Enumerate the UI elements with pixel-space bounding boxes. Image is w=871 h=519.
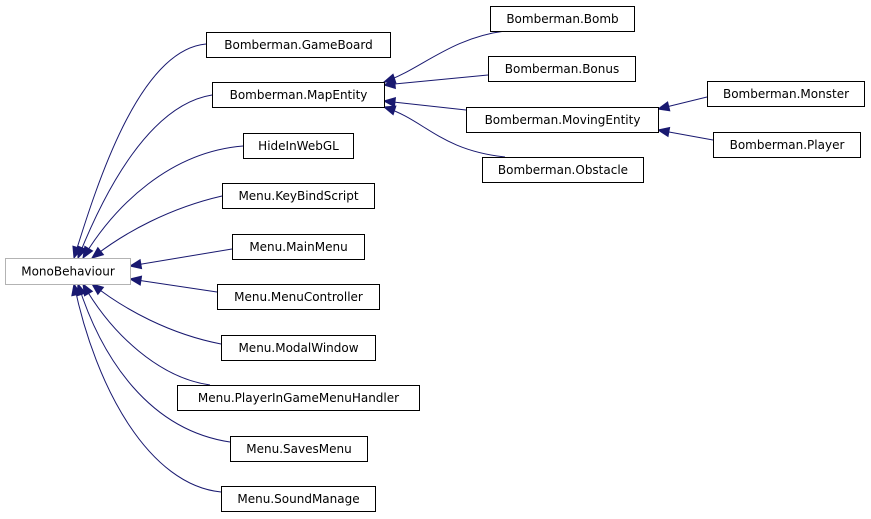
edge-Obstacle-to-MapEntity: [382, 105, 506, 158]
class-node-Bonus[interactable]: Bomberman.Bonus: [488, 56, 636, 82]
node-box: [212, 82, 385, 108]
edge-MainMenu-to-MonoBehaviour: [128, 248, 233, 270]
node-label: Bomberman.MapEntity: [230, 88, 368, 102]
arrow-head-icon: [82, 245, 94, 260]
edge-SoundManage-to-MonoBehaviour: [71, 282, 222, 493]
node-box: [5, 258, 131, 285]
node-box: [222, 183, 375, 209]
node-box: [490, 6, 635, 32]
arrow-head-icon: [382, 105, 397, 116]
edge-line: [129, 278, 218, 293]
node-box: [488, 56, 636, 82]
edge-line: [77, 94, 213, 259]
class-node-ModalWindow[interactable]: Menu.ModalWindow: [221, 335, 376, 361]
edge-line: [73, 43, 207, 259]
edge-Bonus-to-MapEntity: [382, 74, 489, 90]
node-label: Menu.PlayerInGameMenuHandler: [198, 391, 399, 405]
node-label: HideInWebGL: [258, 139, 339, 153]
edge-Player-to-MovingEntity: [656, 126, 714, 141]
node-box: [232, 234, 365, 260]
class-node-Bomb[interactable]: Bomberman.Bomb: [490, 6, 635, 32]
edge-ModalWindow-to-MonoBehaviour: [90, 283, 222, 345]
node-label: Bomberman.GameBoard: [224, 38, 372, 52]
class-node-GameBoard[interactable]: Bomberman.GameBoard: [206, 32, 391, 58]
node-label: Menu.SavesMenu: [246, 442, 351, 456]
arrow-head-icon: [90, 283, 105, 296]
class-node-MenuController[interactable]: Menu.MenuController: [217, 284, 380, 310]
node-label: Bomberman.Player: [730, 138, 845, 152]
edge-MovingEntity-to-MapEntity: [382, 97, 467, 111]
node-label: MonoBehaviour: [21, 265, 115, 279]
edge-PlayerInGameMenuHandler-to-MonoBehaviour: [82, 282, 211, 386]
node-box: [177, 385, 420, 411]
class-node-KeyBindScript[interactable]: Menu.KeyBindScript: [222, 183, 375, 209]
edge-MenuController-to-MonoBehaviour: [128, 275, 218, 293]
arrow-head-icon: [128, 275, 143, 286]
edge-line: [73, 283, 222, 493]
node-box: [707, 81, 865, 107]
arrow-head-icon: [90, 246, 105, 259]
arrow-head-icon: [382, 97, 397, 108]
class-node-MapEntity[interactable]: Bomberman.MapEntity: [212, 82, 385, 108]
class-node-MonoBehaviour[interactable]: MonoBehaviour: [5, 258, 131, 285]
node-label: Menu.SoundManage: [237, 492, 359, 506]
node-box: [221, 486, 376, 512]
node-box: [230, 436, 368, 462]
node-label: Menu.KeyBindScript: [238, 189, 358, 203]
node-box: [221, 335, 376, 361]
class-node-SoundManage[interactable]: Menu.SoundManage: [221, 486, 376, 512]
edge-line: [82, 145, 244, 259]
arrow-head-icon: [656, 101, 671, 112]
edge-line: [129, 248, 233, 267]
node-box: [482, 157, 644, 183]
node-box: [466, 107, 659, 133]
edge-line: [91, 283, 222, 345]
node-label: Bomberman.Bonus: [505, 62, 620, 76]
node-label: Bomberman.Monster: [723, 87, 849, 101]
arrow-head-icon: [128, 258, 143, 270]
edge-HideInWebGL-to-MonoBehaviour: [82, 145, 244, 260]
class-node-MainMenu[interactable]: Menu.MainMenu: [232, 234, 365, 260]
class-node-Monster[interactable]: Bomberman.Monster: [707, 81, 865, 107]
class-node-MovingEntity[interactable]: Bomberman.MovingEntity: [466, 107, 659, 133]
node-label: Bomberman.Obstacle: [498, 163, 628, 177]
arrow-head-icon: [382, 78, 396, 90]
edges-layer: [71, 30, 714, 493]
node-box: [243, 133, 354, 159]
class-node-Obstacle[interactable]: Bomberman.Obstacle: [482, 157, 644, 183]
edge-SavesMenu-to-MonoBehaviour: [76, 282, 231, 443]
edge-KeyBindScript-to-MonoBehaviour: [90, 195, 223, 259]
node-label: Bomberman.MovingEntity: [485, 113, 641, 127]
edge-line: [77, 283, 231, 443]
node-label: Bomberman.Bomb: [506, 12, 618, 26]
edge-line: [383, 30, 506, 83]
edge-GameBoard-to-MonoBehaviour: [72, 43, 207, 260]
class-node-HideInWebGL[interactable]: HideInWebGL: [243, 133, 354, 159]
edge-line: [383, 106, 506, 158]
node-box: [217, 284, 380, 310]
arrow-head-icon: [71, 282, 82, 297]
class-node-PlayerInGameMenuHandler[interactable]: Menu.PlayerInGameMenuHandler: [177, 385, 420, 411]
edge-line: [383, 100, 467, 111]
edge-Monster-to-MovingEntity: [656, 96, 708, 112]
node-label: Menu.ModalWindow: [238, 341, 358, 355]
node-box: [713, 132, 861, 158]
class-node-SavesMenu[interactable]: Menu.SavesMenu: [230, 436, 368, 462]
edge-MapEntity-to-MonoBehaviour: [77, 94, 213, 260]
node-label: Menu.MainMenu: [249, 240, 347, 254]
edge-line: [91, 195, 223, 259]
edge-line: [383, 74, 489, 86]
nodes-layer: MonoBehaviourBomberman.GameBoardBomberma…: [5, 6, 865, 512]
arrow-head-icon: [656, 126, 671, 138]
node-box: [206, 32, 391, 58]
class-node-Player[interactable]: Bomberman.Player: [713, 132, 861, 158]
edge-line: [82, 283, 211, 386]
node-label: Menu.MenuController: [234, 290, 363, 304]
